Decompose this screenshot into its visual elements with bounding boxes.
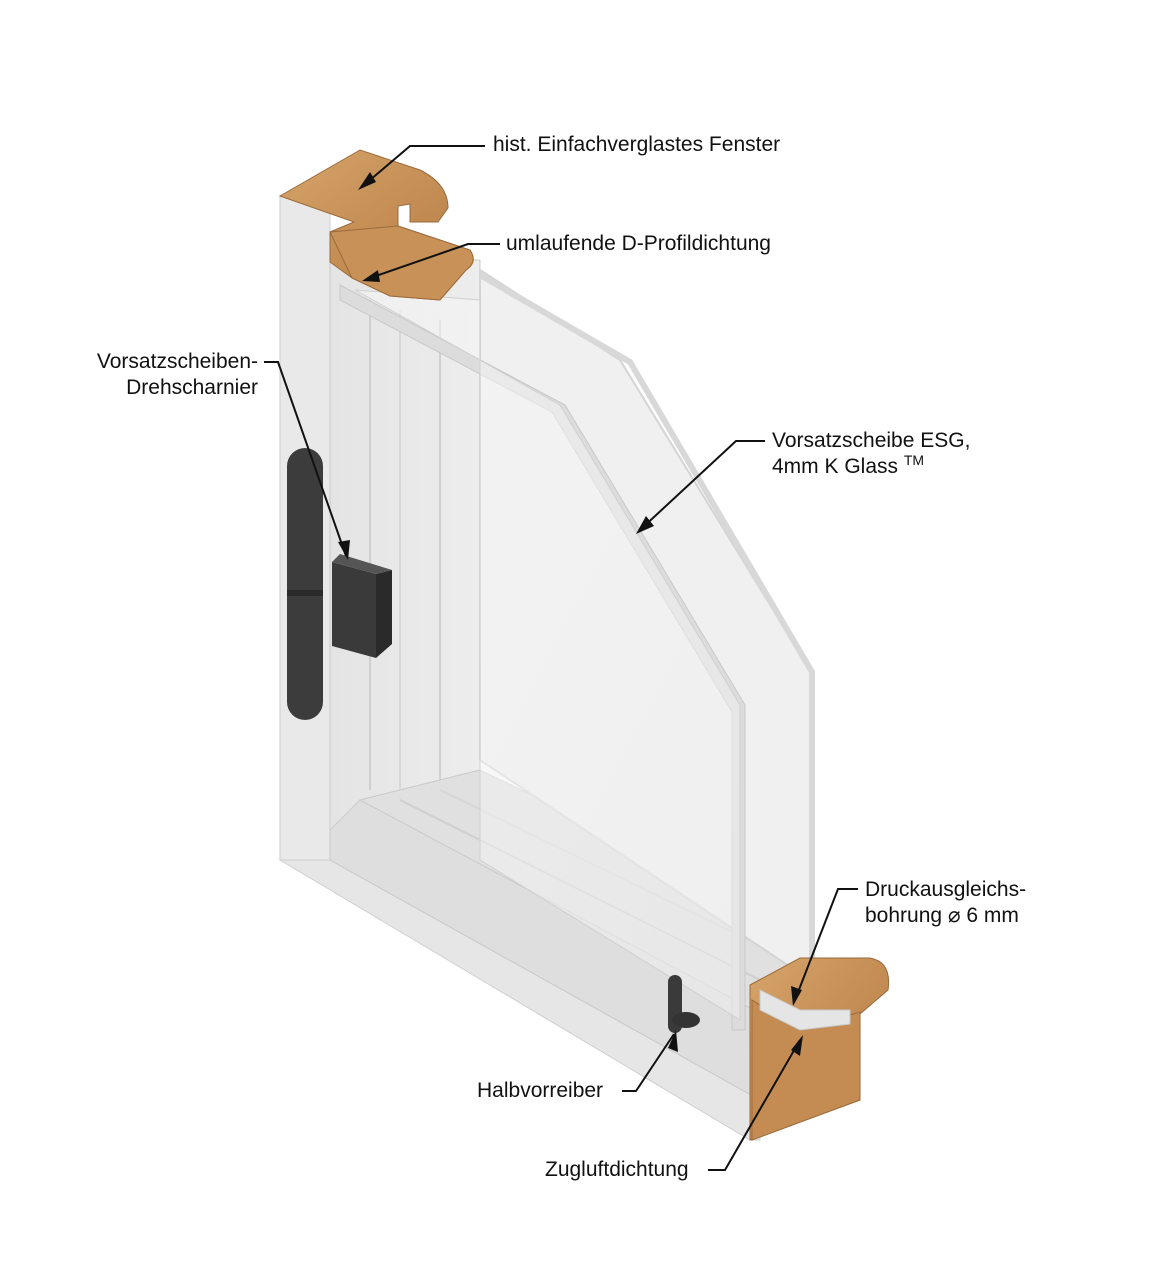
label-window: hist. Einfachverglastes Fenster bbox=[493, 133, 781, 156]
top-wood-inner bbox=[329, 225, 474, 301]
arrowhead-hinge bbox=[338, 540, 350, 560]
label-hinge-line2: Drehscharnier bbox=[126, 376, 258, 399]
leader-latch bbox=[622, 1033, 675, 1092]
label-glass-line2-text: 4mm K Glass bbox=[772, 455, 899, 478]
pane-hinge-block bbox=[332, 562, 376, 658]
arrowhead-draft-seal bbox=[791, 1035, 803, 1056]
label-pressure: Druckausgleichs- bohrung ⌀ 6 mm bbox=[865, 877, 1026, 929]
label-latch: Halbvorreiber bbox=[477, 1079, 604, 1102]
secondary-glass-edge bbox=[339, 284, 746, 1031]
leader-draft-seal bbox=[708, 1039, 801, 1171]
secondary-glass-pane bbox=[354, 289, 741, 1021]
label-pressure-line1: Druckausgleichs- bbox=[865, 878, 1027, 901]
label-pressure-line2: bohrung ⌀ 6 mm bbox=[865, 904, 1019, 927]
label-hinge-line1: Vorsatzscheiben- bbox=[96, 350, 258, 373]
latch-knob bbox=[672, 1012, 700, 1028]
leader-window bbox=[362, 145, 485, 187]
frame-hinge-split bbox=[287, 590, 323, 596]
leader-lines bbox=[264, 145, 858, 1171]
bottom-glass-seat bbox=[759, 989, 851, 1031]
pane-hinge-side bbox=[376, 570, 392, 658]
leader-seal-d bbox=[369, 243, 500, 279]
label-hinge: Vorsatzscheiben- Drehscharnier bbox=[40, 349, 258, 401]
leader-arrowheads bbox=[338, 172, 803, 1056]
arrowhead-seal-d bbox=[362, 270, 380, 282]
leader-hinge bbox=[264, 361, 347, 557]
label-glass-line2: 4mm K Glass TM bbox=[772, 452, 970, 480]
frame-hinge-barrel bbox=[287, 448, 323, 720]
label-seal-d: umlaufende D-Profildichtung bbox=[506, 232, 771, 255]
label-glass: Vorsatzscheibe ESG, 4mm K Glass TM bbox=[772, 428, 970, 480]
arrowhead-glass bbox=[636, 516, 654, 534]
leader-glass bbox=[639, 440, 765, 531]
rear-glass-edge bbox=[478, 272, 815, 985]
arrowhead-window bbox=[358, 172, 376, 190]
label-draft-seal: Zugluftdichtung bbox=[545, 1158, 689, 1181]
arrowhead-latch bbox=[668, 1030, 678, 1052]
arrowhead-pressure bbox=[791, 986, 802, 1006]
label-glass-tm: TM bbox=[903, 452, 925, 468]
label-glass-line1: Vorsatzscheibe ESG, bbox=[772, 429, 971, 452]
leader-pressure bbox=[794, 888, 858, 1001]
pane-hinge-top bbox=[332, 554, 392, 574]
